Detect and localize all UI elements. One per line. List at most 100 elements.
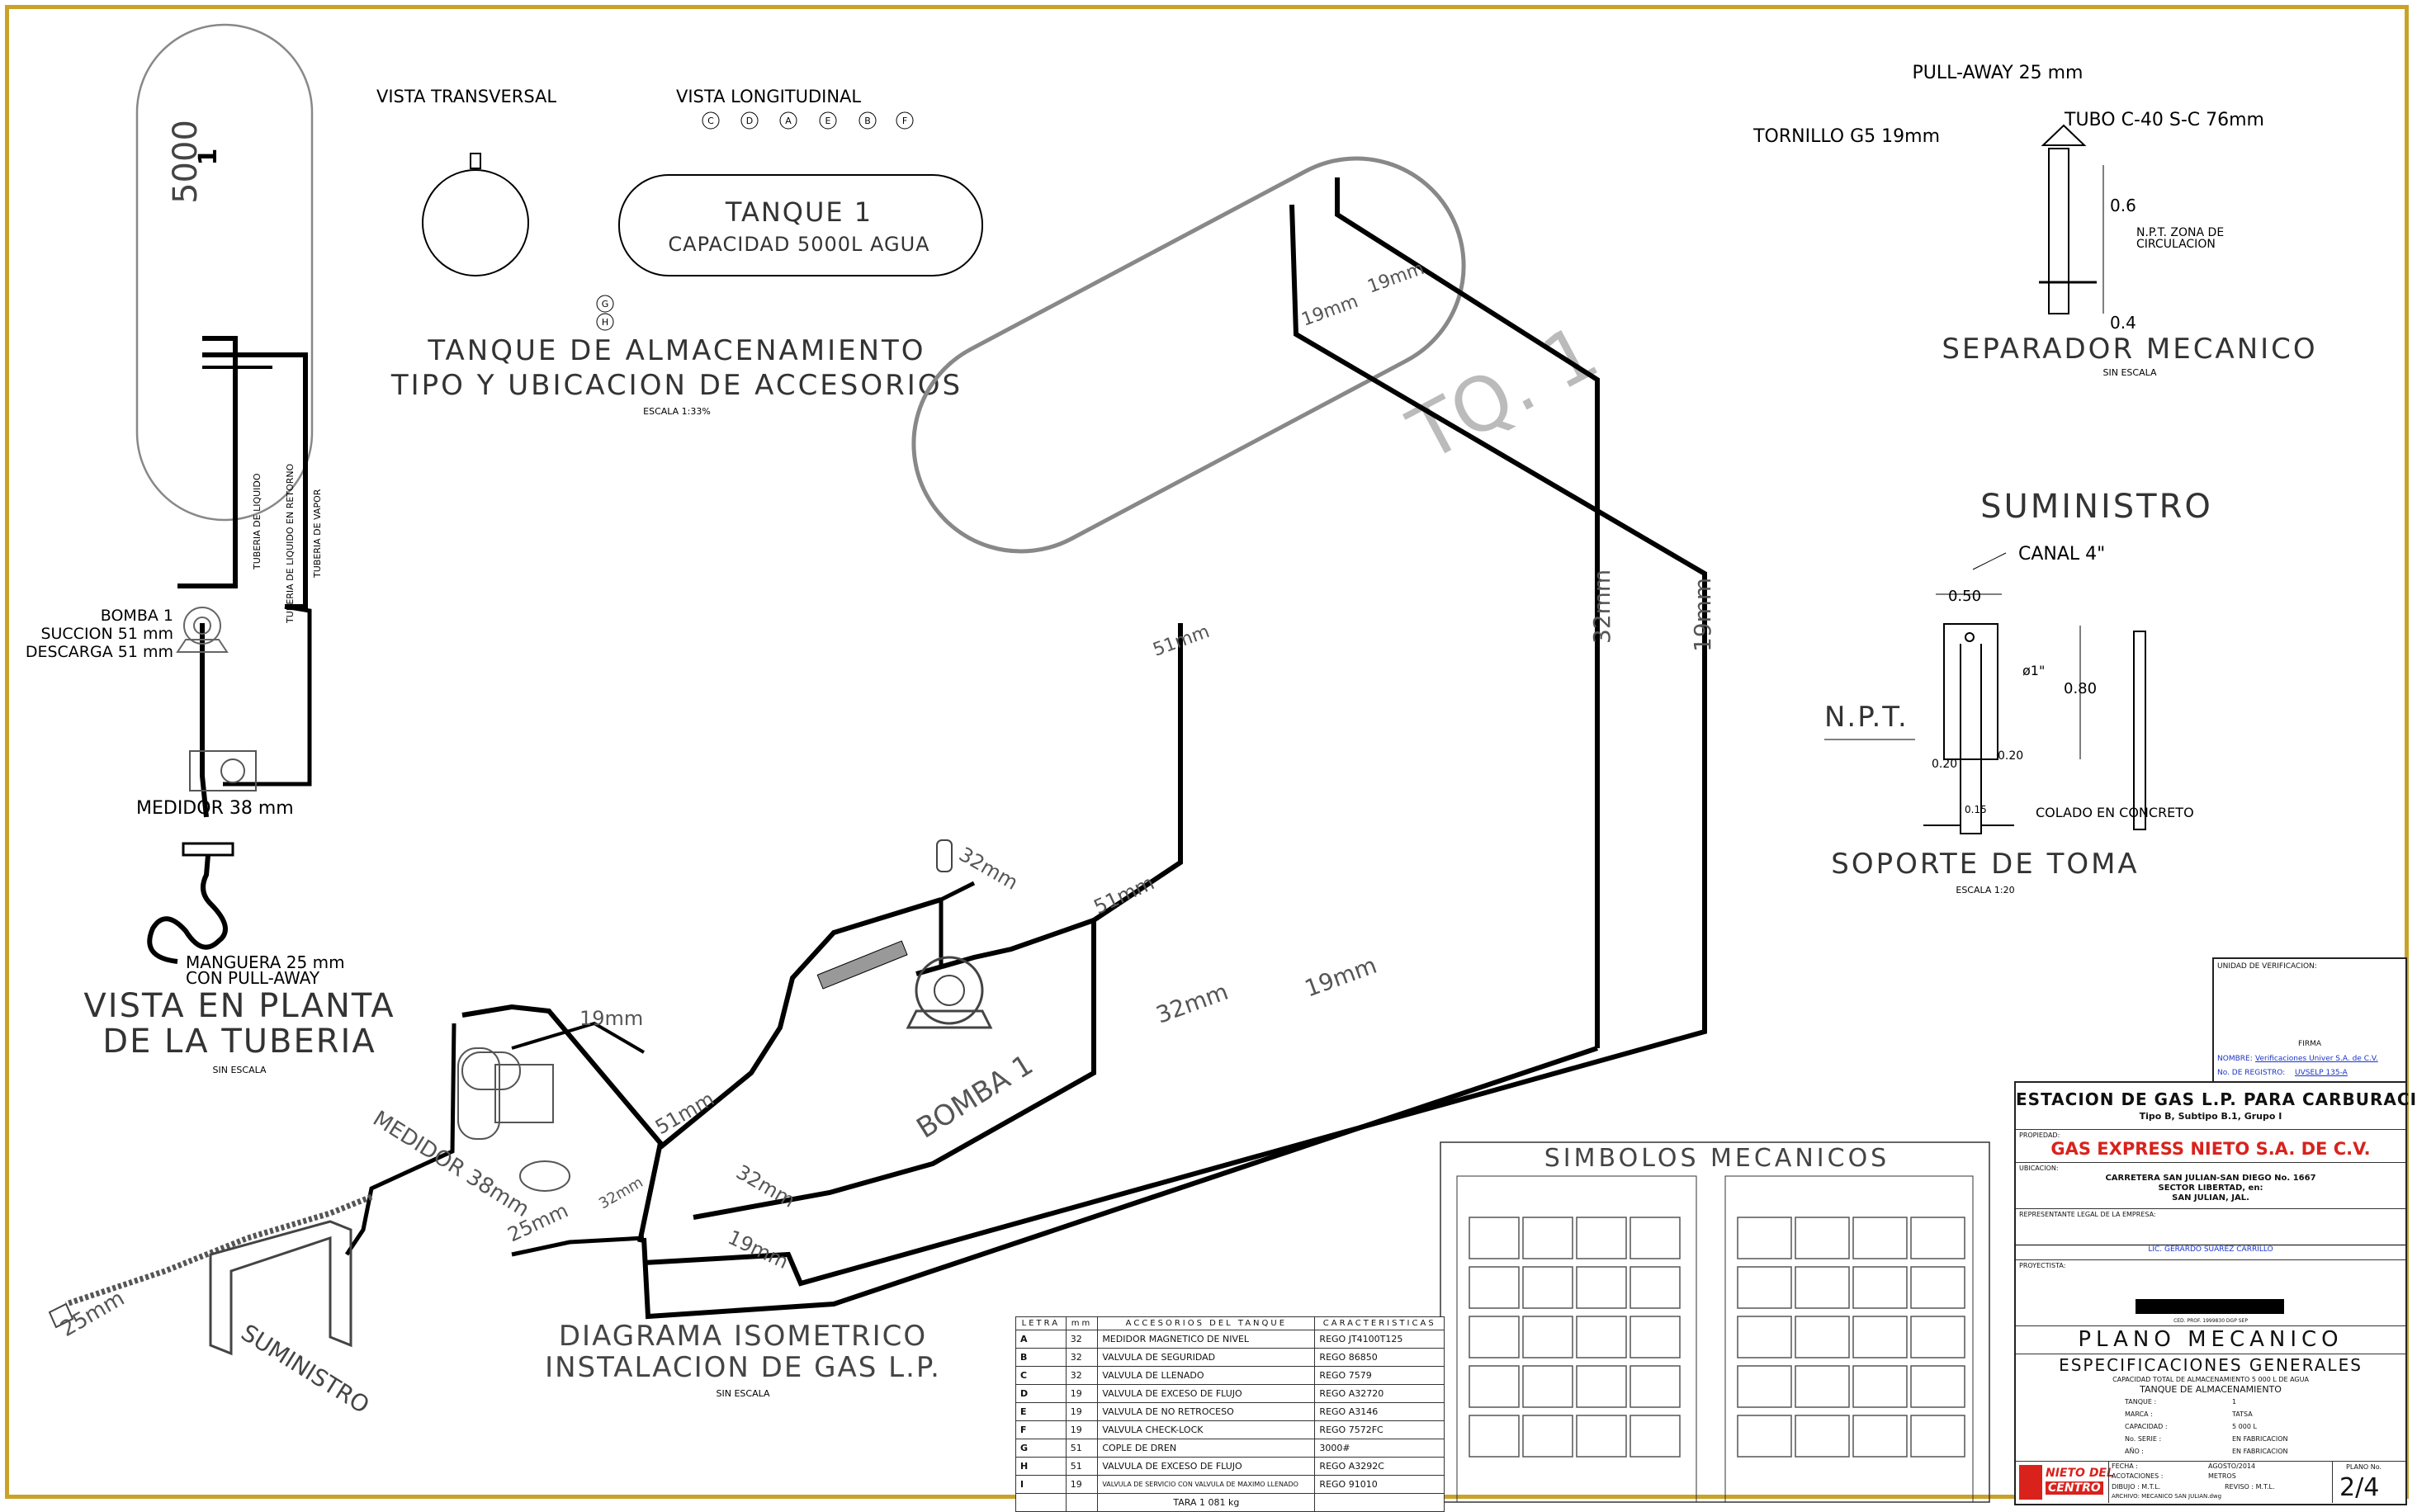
iso-pipe-label: 19mm <box>1301 952 1380 1003</box>
transversal-view-label: VISTA TRANSVERSAL <box>376 87 556 106</box>
tb-fecha-label: FECHA : <box>2112 1462 2138 1470</box>
acc-letter: F <box>1015 1420 1067 1439</box>
tb-spec-value: 5 000 L <box>2232 1423 2257 1430</box>
iso-pipe-d <box>1092 623 1183 923</box>
acc-spec: REGO A3292C <box>1314 1457 1445 1476</box>
tank-views-title: TANQUE DE ALMACENAMIENTO <box>427 334 925 367</box>
acc-spec: REGO A32720 <box>1314 1384 1445 1403</box>
longitudinal-view-label: VISTA LONGITUDINAL <box>676 87 861 106</box>
iso-filter <box>816 940 908 990</box>
iso-pipe-a <box>1335 177 1600 1048</box>
tb-dibujo: DIBUJO : M.T.L. <box>2112 1483 2161 1491</box>
tb-location: CARRETERA SAN JULIAN-SAN DIEGO No. 1667 <box>2105 1174 2316 1183</box>
iso-pump-icon <box>906 839 993 1029</box>
tank-views: VISTA TRANSVERSAL VISTA LONGITUDINAL C D… <box>376 87 983 417</box>
support-dim-side: 0.80 <box>2064 680 2097 697</box>
tb-plano: 2/4 <box>2339 1473 2380 1502</box>
tank-port-markers: C D A E B F G H <box>596 111 914 331</box>
iso-pipe-label: 19mm <box>1689 578 1716 652</box>
acc-letter: C <box>1015 1366 1067 1385</box>
tb-acot: METROS <box>2208 1472 2236 1480</box>
tb-archivo: ARCHIVO: MECANICO SAN JULIAN.dwg <box>2112 1493 2222 1500</box>
acc-spec: REGO 7579 <box>1314 1366 1445 1385</box>
iso-pipe-label: 51mm <box>1090 871 1158 919</box>
iso-meter-icon <box>457 1047 570 1192</box>
verification-registro: UVSELP 135-A <box>2295 1069 2348 1077</box>
tb-plan: PLANO MECANICO <box>2078 1327 2344 1352</box>
tb-spec-label: MARCA : <box>2125 1410 2153 1418</box>
acc-mm: 32 <box>1065 1330 1099 1349</box>
verification-registro-label: No. DE REGISTRO: <box>2217 1069 2286 1077</box>
tb-spec-label: CAPACIDAD : <box>2125 1423 2168 1430</box>
tb-spec-value: EN FABRICACION <box>2232 1435 2288 1443</box>
tb-owner: GAS EXPRESS NIETO S.A. DE C.V. <box>2050 1139 2371 1159</box>
acc-name: VALVULA CHECK-LOCK <box>1097 1420 1316 1439</box>
iso-pump-label: BOMBA 1 <box>911 1048 1039 1146</box>
plan-pump-discharge: DESCARGA 51 mm <box>26 643 173 661</box>
tb-spec-value: 1 <box>2232 1398 2237 1406</box>
separator-tube-body <box>2048 148 2069 314</box>
acc-mm: 19 <box>1065 1402 1099 1421</box>
plan-meter-icon <box>189 750 257 791</box>
acc-name: VALVULA DE NO RETROCESO <box>1097 1402 1316 1421</box>
tb-reviso: REVISO : M.T.L. <box>2225 1483 2275 1491</box>
symbols-title: SIMBOLOS MECANICOS <box>1544 1144 1890 1173</box>
support-top-title: SUMINISTRO <box>1980 488 2213 526</box>
plan-pipe-label-liquid: TUBERIA DE LIQUIDO <box>252 473 263 570</box>
support-scale: ESCALA 1:20 <box>1956 885 2014 895</box>
acc-spec: REGO 7572FC <box>1314 1420 1445 1439</box>
acc-header: CARACTERISTICAS <box>1314 1316 1445 1330</box>
port-b: B <box>864 116 871 126</box>
plan-tank-outline <box>135 23 314 522</box>
verification-box: UNIDAD DE VERIFICACION: FIRMA NOMBRE: Ve… <box>2212 957 2407 1084</box>
iso-pipe-e <box>693 920 1096 1220</box>
transversal-tank <box>422 169 529 276</box>
separator-dim-bottom: 0.4 <box>2110 313 2136 333</box>
acc-header: LETRA <box>1015 1316 1067 1330</box>
separator-tube: TUBO C-40 S-C 76mm <box>2064 110 2264 130</box>
symbols-panel-right <box>1724 1175 1974 1503</box>
separator-title: SEPARADOR MECANICO <box>1942 333 2317 366</box>
port-g: G <box>602 299 609 309</box>
verification-firma: FIRMA <box>2297 1040 2321 1048</box>
tb-location-label: UBICACION: <box>2019 1165 2059 1172</box>
iso-pipe-c <box>641 1046 1598 1320</box>
tb-plano-label: PLANO No. <box>2346 1463 2382 1471</box>
port-a: A <box>785 116 792 126</box>
acc-spec: REGO 86850 <box>1314 1348 1445 1367</box>
tb-location-3: SAN JULIAN, JAL. <box>2172 1193 2249 1203</box>
plan-pump-label: BOMBA 1 <box>101 607 173 625</box>
symbols-panel-left <box>1456 1175 1697 1503</box>
support-title: SOPORTE DE TOMA <box>1831 848 2139 881</box>
plan-view-title: VISTA EN PLANTA <box>83 987 395 1025</box>
plan-hose-pullaway: CON PULL-AWAY <box>186 968 320 988</box>
tb-subtitle: Tipo B, Subtipo B.1, Grupo I <box>2139 1111 2282 1122</box>
iso-supply-gate <box>48 1220 352 1356</box>
plan-pipe-return-line <box>223 604 312 787</box>
company-logo-icon <box>2019 1465 2042 1500</box>
iso-tank <box>911 156 1466 554</box>
separator-npt: N.P.T. ZONA DE <box>2136 226 2224 239</box>
separator-detail: PULL-AWAY 25 mm TORNILLO G5 19mm TUBO C-… <box>1752 63 2317 378</box>
support-dim-c: 0.15 <box>1965 804 1987 815</box>
tank-views-title-2: TIPO Y UBICACION DE ACCESORIOS <box>390 369 963 402</box>
tb-acot-label: ACOTACIONES : <box>2112 1472 2164 1480</box>
iso-pipe-label: 32mm <box>596 1174 646 1212</box>
acc-name: VALVULA DE SERVICIO CON VALVULA DE MAXIM… <box>1097 1475 1316 1494</box>
tb-spec-value: EN FABRICACION <box>2232 1448 2288 1455</box>
port-e: E <box>825 116 831 126</box>
acc-letter: A <box>1015 1330 1067 1349</box>
tb-rep-label: REPRESENTANTE LEGAL DE LA EMPRESA: <box>2019 1211 2156 1218</box>
title-block: ESTACION DE GAS L.P. PARA CARBURACION Ti… <box>2014 1081 2417 1505</box>
separator-bolt: TORNILLO G5 19mm <box>1752 126 1940 147</box>
acc-mm: 32 <box>1065 1366 1099 1385</box>
accessories-table: LETRA mm ACCESORIOS DEL TANQUE CARACTERI… <box>1015 1316 1445 1512</box>
plan-hose-clamp <box>182 842 234 857</box>
